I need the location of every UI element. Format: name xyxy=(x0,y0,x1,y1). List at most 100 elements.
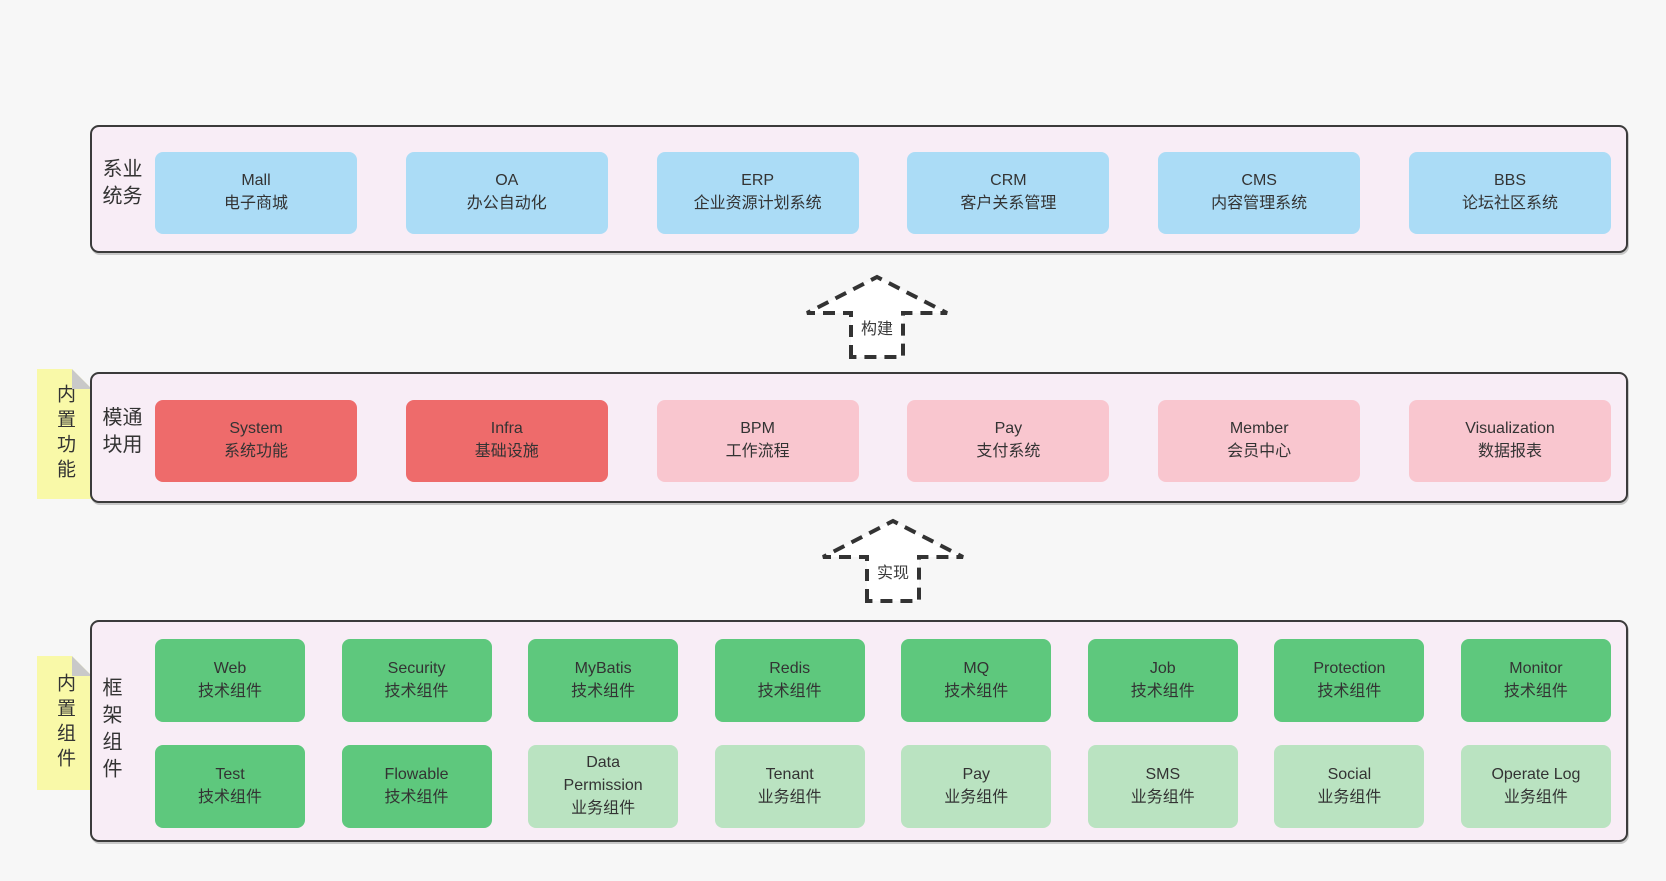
folded-corner xyxy=(72,369,92,389)
box-oa: OA 办公自动化 xyxy=(405,152,608,234)
box-erp-name: ERP xyxy=(741,172,775,190)
implement-arrow: 实现 xyxy=(821,518,965,603)
business-box-row: Mall 电子商城 OA 办公自动化 ERP 企业资源计划系统 CRM 客户关系… xyxy=(94,152,1624,234)
box-test: Test 技术组件 xyxy=(155,745,305,828)
box-bbs-desc: 论坛社区系统 xyxy=(1461,195,1558,212)
business-layer-label: 业务系统 xyxy=(99,158,141,212)
box-mq: MQ 技术组件 xyxy=(901,639,1052,722)
box-cms-desc: 内容管理系统 xyxy=(1211,195,1308,212)
box-protection: Protection 技术组件 xyxy=(1274,639,1425,722)
box-member: Member 会员中心 xyxy=(1158,400,1361,482)
box-mq-name: MQ xyxy=(963,659,990,677)
box-web-name: Web xyxy=(213,659,247,677)
box-security-desc: 技术组件 xyxy=(384,682,449,700)
box-oa-name: OA xyxy=(495,172,519,190)
box-security-name: Security xyxy=(387,659,446,677)
box-test-name: Test xyxy=(215,765,245,783)
box-infra: Infra 基础设施 xyxy=(405,400,608,482)
box-visualization-desc: 数据报表 xyxy=(1477,443,1542,460)
box-member-desc: 会员中心 xyxy=(1227,443,1292,460)
box-job-desc: 技术组件 xyxy=(1130,682,1195,700)
box-bpm: BPM 工作流程 xyxy=(656,400,859,482)
box-redis: Redis 技术组件 xyxy=(714,639,865,722)
box-bpm-name: BPM xyxy=(740,420,775,438)
box-sms-name: SMS xyxy=(1145,765,1181,783)
sticky-note-builtin-features: 内置功能 xyxy=(37,369,92,499)
box-pay-biz-desc: 业务组件 xyxy=(944,788,1009,806)
box-flowable-name: Flowable xyxy=(384,765,449,783)
box-social-name: Social xyxy=(1327,765,1372,783)
box-monitor-name: Monitor xyxy=(1509,659,1563,677)
box-visualization: Visualization 数据报表 xyxy=(1408,400,1611,482)
box-web-desc: 技术组件 xyxy=(197,682,262,700)
sticky-builtin-features-label: 内置功能 xyxy=(54,384,75,484)
implement-arrow-label: 实现 xyxy=(873,559,913,583)
box-protection-name: Protection xyxy=(1313,659,1386,677)
box-pay-system-desc: 支付系统 xyxy=(976,443,1041,460)
box-member-name: Member xyxy=(1229,420,1289,438)
box-erp: ERP 企业资源计划系统 xyxy=(656,152,859,234)
box-social: Social 业务组件 xyxy=(1274,745,1425,828)
box-operate-log-name: Operate Log xyxy=(1491,765,1581,783)
box-monitor: Monitor 技术组件 xyxy=(1460,639,1611,722)
box-operate-log: Operate Log 业务组件 xyxy=(1460,745,1611,828)
box-pay-system: Pay 支付系统 xyxy=(907,400,1110,482)
common-modules-layer: 通用模块 System 系统功能 Infra 基础设施 BPM 工作流程 Pay… xyxy=(90,372,1628,503)
box-system: System 系统功能 xyxy=(155,400,357,482)
box-bpm-desc: 工作流程 xyxy=(725,443,790,460)
sticky-builtin-components-label: 内置组件 xyxy=(54,673,75,773)
box-test-desc: 技术组件 xyxy=(197,788,262,806)
box-crm-desc: 客户关系管理 xyxy=(960,195,1057,212)
box-flowable: Flowable 技术组件 xyxy=(341,745,492,828)
box-mall-name: Mall xyxy=(241,172,271,190)
box-cms: CMS 内容管理系统 xyxy=(1158,152,1361,234)
modules-box-row: System 系统功能 Infra 基础设施 BPM 工作流程 Pay 支付系统… xyxy=(94,400,1624,482)
box-data-permission: Data Permission 业务组件 xyxy=(528,745,679,828)
box-system-desc: 系统功能 xyxy=(223,443,288,460)
box-mall-desc: 电子商城 xyxy=(223,195,288,212)
box-redis-name: Redis xyxy=(769,659,811,677)
box-mybatis-name: MyBatis xyxy=(574,659,632,677)
box-cms-name: CMS xyxy=(1241,172,1277,190)
box-crm-name: CRM xyxy=(990,172,1027,190)
box-system-name: System xyxy=(229,420,283,438)
box-security: Security 技术组件 xyxy=(341,639,492,722)
folded-corner xyxy=(72,656,92,676)
box-pay-system-name: Pay xyxy=(994,420,1023,438)
box-visualization-name: Visualization xyxy=(1465,420,1555,438)
box-job-name: Job xyxy=(1149,659,1176,677)
build-arrow: 构建 xyxy=(805,274,949,359)
box-infra-name: Infra xyxy=(490,420,523,438)
box-data-permission-name: Data Permission xyxy=(563,754,643,795)
box-mq-desc: 技术组件 xyxy=(944,682,1009,700)
box-tenant-name: Tenant xyxy=(765,765,814,783)
build-arrow-label: 构建 xyxy=(857,315,897,339)
sticky-note-builtin-components: 内置组件 xyxy=(37,656,92,790)
box-bbs-name: BBS xyxy=(1493,172,1526,190)
modules-layer-label: 通用模块 xyxy=(99,405,141,460)
box-mybatis: MyBatis 技术组件 xyxy=(528,639,679,722)
box-bbs: BBS 论坛社区系统 xyxy=(1408,152,1611,234)
box-job: Job 技术组件 xyxy=(1087,639,1238,722)
box-data-permission-desc: 业务组件 xyxy=(571,799,636,817)
box-protection-desc: 技术组件 xyxy=(1317,682,1382,700)
box-infra-desc: 基础设施 xyxy=(474,443,539,460)
box-pay-biz: Pay 业务组件 xyxy=(901,745,1052,828)
box-sms-desc: 业务组件 xyxy=(1130,788,1195,806)
box-redis-desc: 技术组件 xyxy=(757,682,822,700)
box-sms: SMS 业务组件 xyxy=(1087,745,1238,828)
box-crm: CRM 客户关系管理 xyxy=(907,152,1110,234)
framework-layer-label: 框架组件 xyxy=(99,677,121,785)
box-mall: Mall 电子商城 xyxy=(155,152,357,234)
framework-components-layer: 框架组件 Web 技术组件 Security 技术组件 MyBatis 技术组件… xyxy=(90,620,1628,842)
business-systems-layer: 业务系统 Mall 电子商城 OA 办公自动化 ERP 企业资源计划系统 CRM… xyxy=(90,125,1628,253)
box-social-desc: 业务组件 xyxy=(1317,788,1382,806)
box-flowable-desc: 技术组件 xyxy=(384,788,449,806)
box-tenant-desc: 业务组件 xyxy=(757,788,822,806)
box-mybatis-desc: 技术组件 xyxy=(571,682,636,700)
box-erp-desc: 企业资源计划系统 xyxy=(693,195,822,212)
box-tenant: Tenant 业务组件 xyxy=(714,745,865,828)
framework-box-row-2: Test 技术组件 Flowable 技术组件 Data Permission … xyxy=(94,745,1624,828)
box-pay-biz-name: Pay xyxy=(962,765,991,783)
framework-box-row-1: Web 技术组件 Security 技术组件 MyBatis 技术组件 Redi… xyxy=(94,639,1624,722)
